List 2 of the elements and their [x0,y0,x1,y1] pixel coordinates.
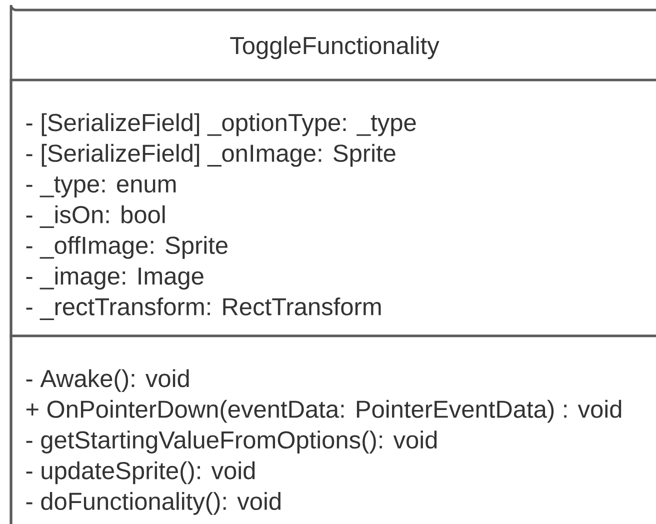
class-compartment: - Awake(): void + OnPointerDown(eventData: PointerEventData) : void - getStartingValueFromOptions(): void - updateSprite(): void - doFunctionality(): void [10,334,656,524]
class-compartment: - [SerializeField] _optionType: _type - [SerializeField] _onImage: Sprite - _type: enum - _isOn: bool - _offImage: Sprite - _image: Image - _rectTransform: RectTransform [10,78,656,338]
